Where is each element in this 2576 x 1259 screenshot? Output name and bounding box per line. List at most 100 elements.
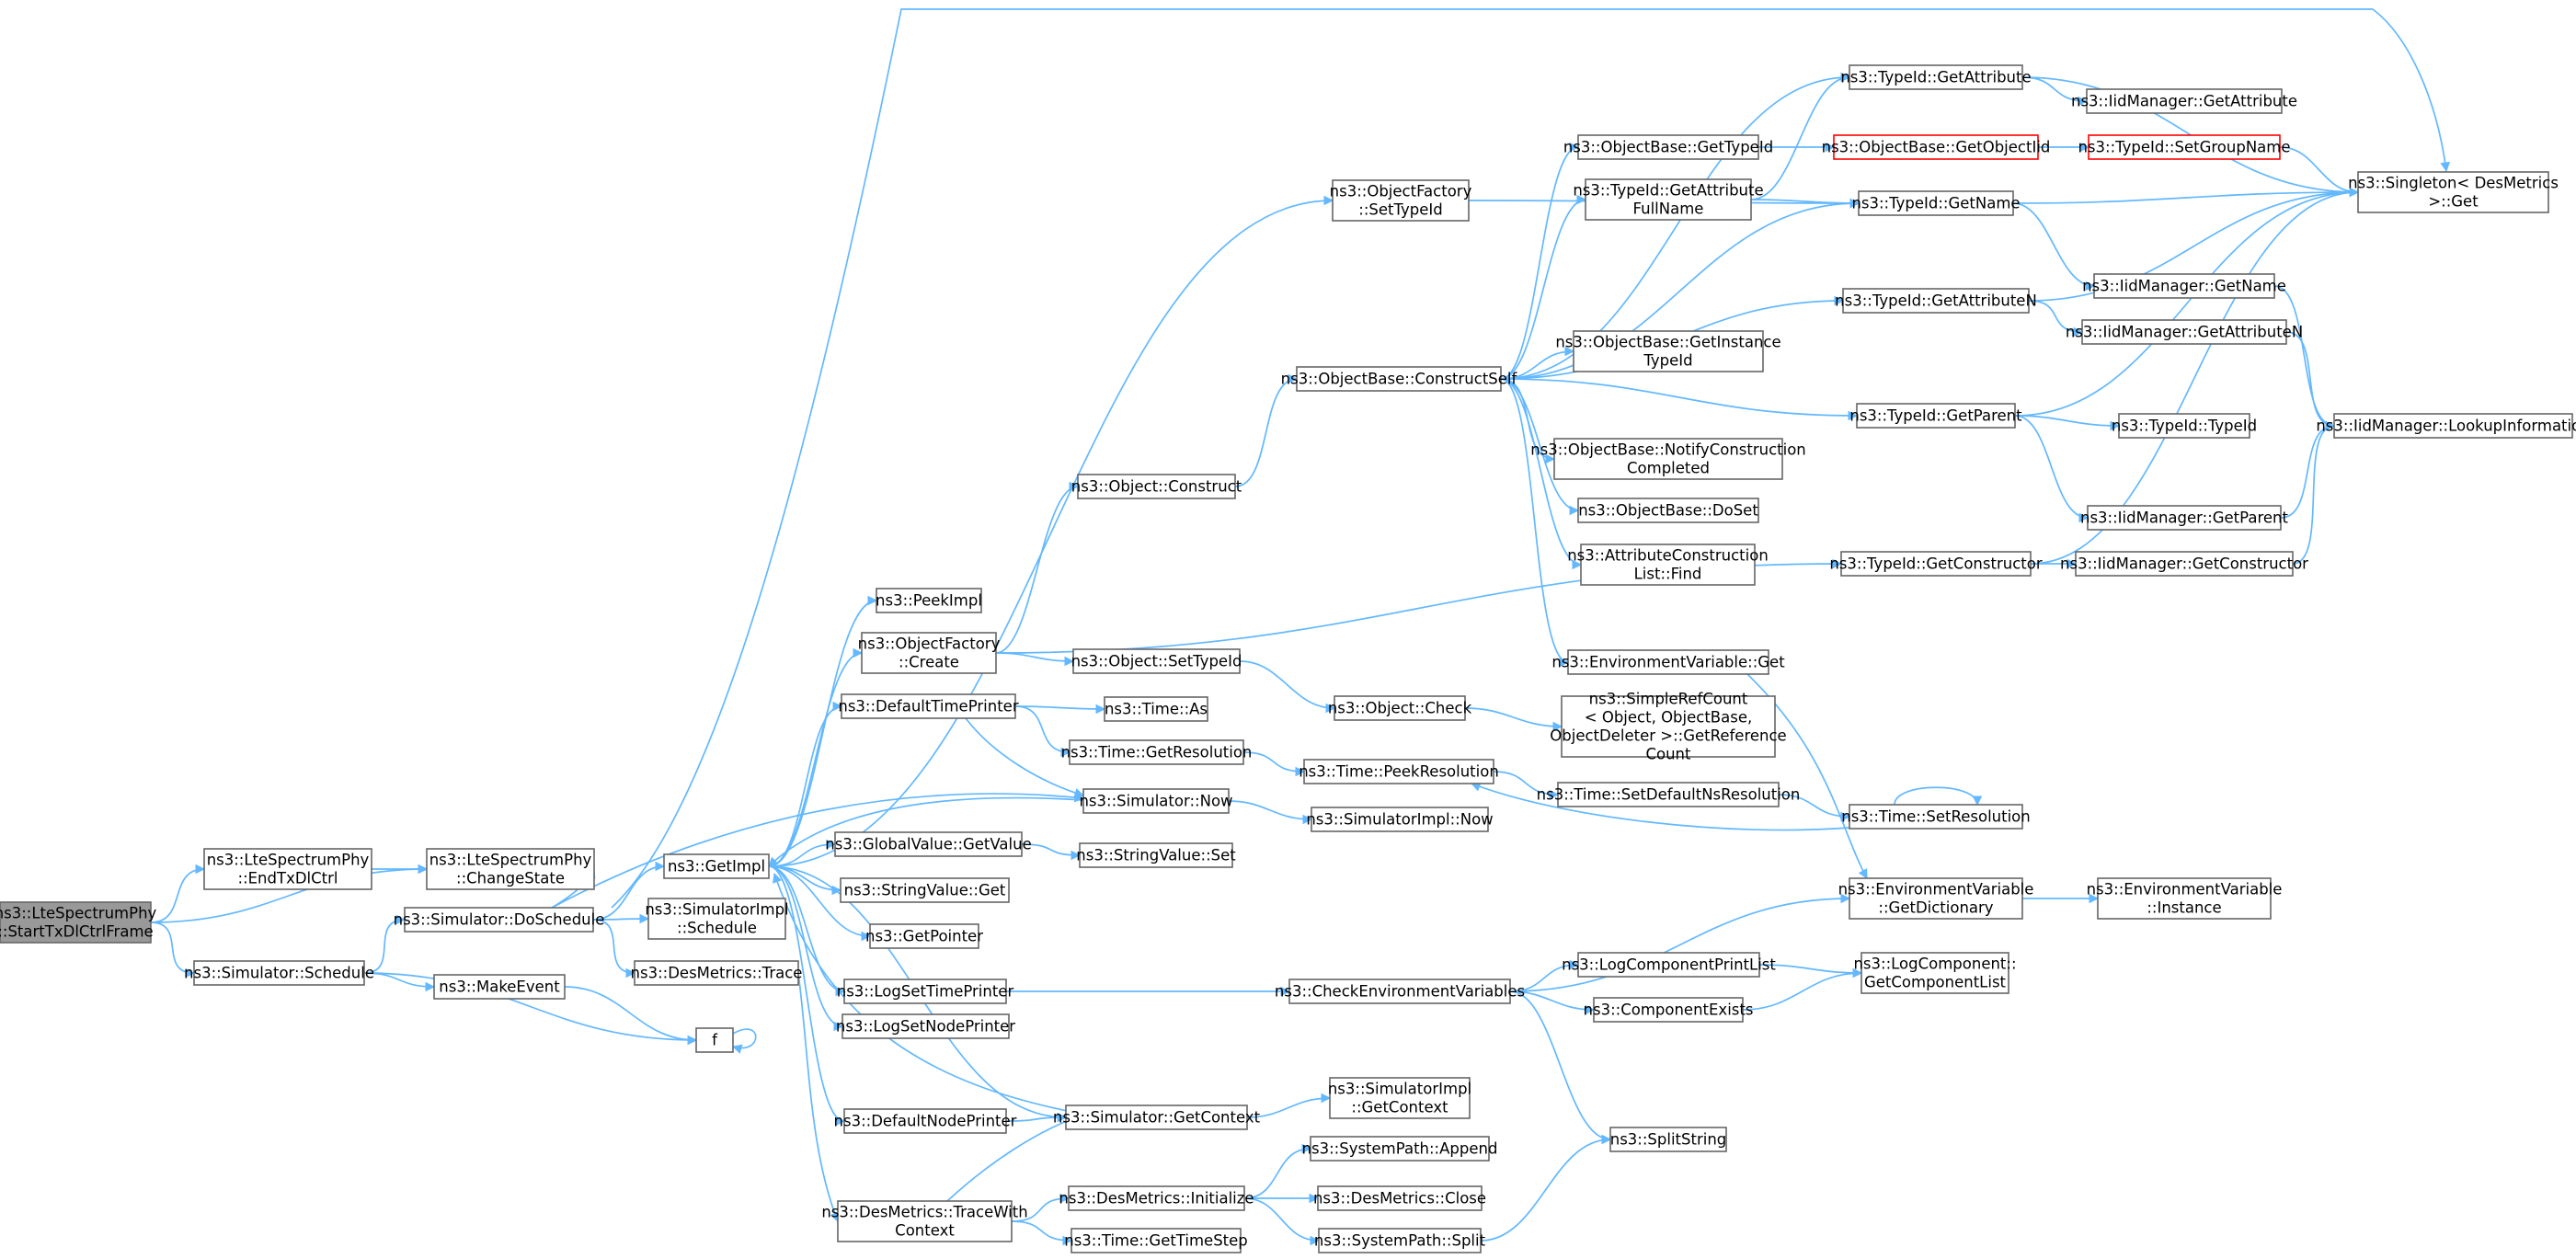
node-checkenv[interactable]: ns3::CheckEnvironmentVariables [1275, 979, 1525, 1004]
node-envinst[interactable]: ns3::EnvironmentVariable::Instance [2087, 877, 2283, 920]
node-label: ns3::LogSetNodePrinter [836, 1018, 1015, 1036]
edge-tidgetparent-to-iidgetparent-arrowhead [2078, 512, 2089, 523]
node-label: ns3::DesMetrics::Trace [631, 965, 803, 982]
edge-timepeekres-to-timesetdef-arrowhead [1549, 789, 1560, 800]
node-timeas[interactable]: ns3::Time::As [1104, 696, 1208, 722]
node-envgetdict[interactable]: ns3::EnvironmentVariable::GetDictionary [1838, 877, 2034, 920]
node-dminit[interactable]: ns3::DesMetrics::Initialize [1059, 1185, 1254, 1211]
node-spappend[interactable]: ns3::SystemPath::Append [1302, 1136, 1498, 1162]
node-deftp[interactable]: ns3::DefaultTimePrinter [838, 693, 1019, 719]
node-label: ns3::SimpleRefCount [1589, 691, 1748, 708]
node-simimplsched[interactable]: ns3::SimulatorImpl::Schedule [645, 898, 789, 940]
node-label: ::GetDictionary [1878, 899, 1993, 917]
node-getimpl[interactable]: ns3::GetImpl [663, 853, 770, 879]
node-sched[interactable]: ns3::Simulator::Schedule [184, 960, 374, 986]
node-chst[interactable]: ns3::LteSpectrumPhy::ChangeState [426, 848, 595, 890]
node-box [1577, 952, 1760, 978]
node-logcpl[interactable]: ns3::LogComponentPrintList [1562, 952, 1776, 978]
node-objsettype[interactable]: ns3::Object::SetTypeId [1071, 648, 1242, 674]
node-box [2357, 171, 2549, 213]
node-svget[interactable]: ns3::StringValue::Get [840, 877, 1010, 903]
node-compexists[interactable]: ns3::ComponentExists [1584, 997, 1754, 1023]
node-ofcreate[interactable]: ns3::ObjectFactory::Create [858, 632, 1001, 674]
edge-timepeekres-to-timesetdef [1493, 771, 1559, 795]
node-tidsetgroup[interactable]: ns3::TypeId::SetGroupName [2078, 134, 2291, 160]
node-root[interactable]: ns3::LteSpectrumPhy::StartTxDlCtrlFrame [0, 901, 157, 944]
node-label: FullName [1633, 200, 1704, 218]
node-objcheck[interactable]: ns3::Object::Check [1328, 695, 1472, 721]
node-obgetobjtid[interactable]: ns3::ObjectBase::GetObjectIid [1822, 134, 2051, 160]
node-tidtypeid[interactable]: ns3::TypeId::TypeId [2112, 413, 2257, 439]
node-defnp[interactable]: ns3::DefaultNodePrinter [834, 1108, 1017, 1134]
node-tidgetname[interactable]: ns3::TypeId::GetName [1851, 190, 2021, 216]
node-simimplgetctx[interactable]: ns3::SimulatorImpl::GetContext [1328, 1077, 1471, 1119]
node-iidgetparent[interactable]: ns3::IidManager::GetParent [2080, 505, 2289, 531]
node-box [1840, 551, 2032, 577]
node-objconstruct[interactable]: ns3::Object::Construct [1071, 474, 1242, 499]
node-obdoset[interactable]: ns3::ObjectBase::DoSet [1577, 498, 1759, 523]
edge-tidgetname-to-singleton [2012, 191, 2359, 204]
node-box [1068, 1185, 1245, 1211]
node-label: ::GetContext [1351, 1099, 1448, 1116]
node-iidgetattrn[interactable]: ns3::IidManager::GetAttributeN [2066, 319, 2303, 345]
node-obgettypeid[interactable]: ns3::ObjectBase::GetTypeId [1563, 134, 1773, 160]
node-gvget[interactable]: ns3::GlobalValue::GetValue [825, 831, 1032, 857]
node-timepeekres[interactable]: ns3::Time::PeekResolution [1299, 759, 1499, 784]
node-tidgetattr[interactable]: ns3::TypeId::GetAttribute [1840, 64, 2032, 90]
node-label: ns3::IidManager::GetName [2082, 278, 2286, 295]
node-iidgetname[interactable]: ns3::IidManager::GetName [2082, 273, 2286, 299]
edge-objconstruct-to-obconstructself-arrowhead [1288, 373, 1299, 384]
node-dmclose[interactable]: ns3::DesMetrics::Close [1313, 1185, 1486, 1211]
node-f[interactable]: f [695, 1027, 734, 1053]
node-iidgetctor[interactable]: ns3::IidManager::GetConstructor [2060, 551, 2308, 577]
edge-getimpl-to-getptr-arrowhead [861, 931, 872, 942]
node-logcgetlist[interactable]: ns3::LogComponent::GetComponentList [1853, 952, 2017, 994]
node-singleton[interactable]: ns3::Singleton< DesMetrics>::Get [2348, 171, 2559, 213]
node-dmtrace[interactable]: ns3::DesMetrics::Trace [631, 960, 803, 986]
node-obconstructself[interactable]: ns3::ObjectBase::ConstructSelf [1281, 366, 1518, 392]
node-box [1332, 179, 1470, 222]
node-envget[interactable]: ns3::EnvironmentVariable::Get [1551, 649, 1785, 675]
node-logstp[interactable]: ns3::LogSetTimePrinter [837, 979, 1014, 1004]
node-splitstr[interactable]: ns3::SplitString [1609, 1127, 1727, 1152]
node-box [2093, 273, 2275, 299]
node-tidgetctor[interactable]: ns3::TypeId::GetConstructor [1829, 551, 2043, 577]
node-simgetctx[interactable]: ns3::Simulator::GetContext [1053, 1104, 1261, 1130]
node-tidgetattrn[interactable]: ns3::TypeId::GetAttributeN [1835, 288, 2037, 314]
node-getptr[interactable]: ns3::GetPointer [865, 923, 983, 949]
node-obnotify[interactable]: ns3::ObjectBase::NotifyConstructionCompl… [1530, 438, 1806, 480]
edge-simgetctx-to-simimplgetctx-arrowhead [1321, 1093, 1332, 1104]
edge-dmtwc-to-dminit [1011, 1197, 1070, 1222]
node-timegetstep[interactable]: ns3::Time::GetTimeStep [1064, 1228, 1248, 1253]
node-iidlookup[interactable]: ns3::IidManager::LookupInformation [2316, 413, 2576, 439]
edge-objconstruct-to-obconstructself [1234, 378, 1298, 487]
edge-checkenv-to-compexists [1509, 990, 1595, 1011]
node-makeev[interactable]: ns3::MakeEvent [433, 974, 566, 1000]
node-timesetdef[interactable]: ns3::Time::SetDefaultNsResolution [1537, 782, 1801, 807]
node-timegetres[interactable]: ns3::Time::GetResolution [1061, 739, 1253, 765]
node-timesetres[interactable]: ns3::Time::SetResolution [1841, 804, 2031, 830]
node-svset[interactable]: ns3::StringValue::Set [1076, 842, 1236, 868]
node-box [1573, 330, 1764, 372]
node-label: ObjectDeleter >::GetReference [1550, 727, 1786, 745]
node-peekimpl[interactable]: ns3::PeekImpl [876, 588, 982, 613]
node-iidgetattr[interactable]: ns3::IidManager::GetAttribute [2071, 88, 2297, 114]
node-label: ns3::Object::Check [1328, 700, 1472, 717]
node-dosched[interactable]: ns3::Simulator::DoSchedule [394, 907, 605, 933]
node-tidgetparent[interactable]: ns3::TypeId::GetParent [1849, 403, 2022, 429]
node-srcget[interactable]: ns3::SimpleRefCount< Object, ObjectBase,… [1550, 691, 1786, 763]
node-spsplit[interactable]: ns3::SystemPath::Split [1314, 1228, 1486, 1253]
node-endtx[interactable]: ns3::LteSpectrumPhy::EndTxDlCtrl [203, 848, 372, 890]
edge-dosched-to-simnow [551, 793, 1084, 909]
node-label: ns3::Simulator::GetContext [1053, 1109, 1261, 1127]
node-logsnp[interactable]: ns3::LogSetNodePrinter [836, 1013, 1015, 1039]
node-simimplnow[interactable]: ns3::SimulatorImpl::Now [1306, 807, 1494, 832]
edge-simgetctx-to-getimpl [773, 873, 1077, 1114]
node-simnow[interactable]: ns3::Simulator::Now [1079, 788, 1233, 814]
node-label: ns3::IidManager::LookupInformation [2316, 418, 2576, 435]
node-ofsettype[interactable]: ns3::ObjectFactory::SetTypeId [1330, 179, 1472, 222]
